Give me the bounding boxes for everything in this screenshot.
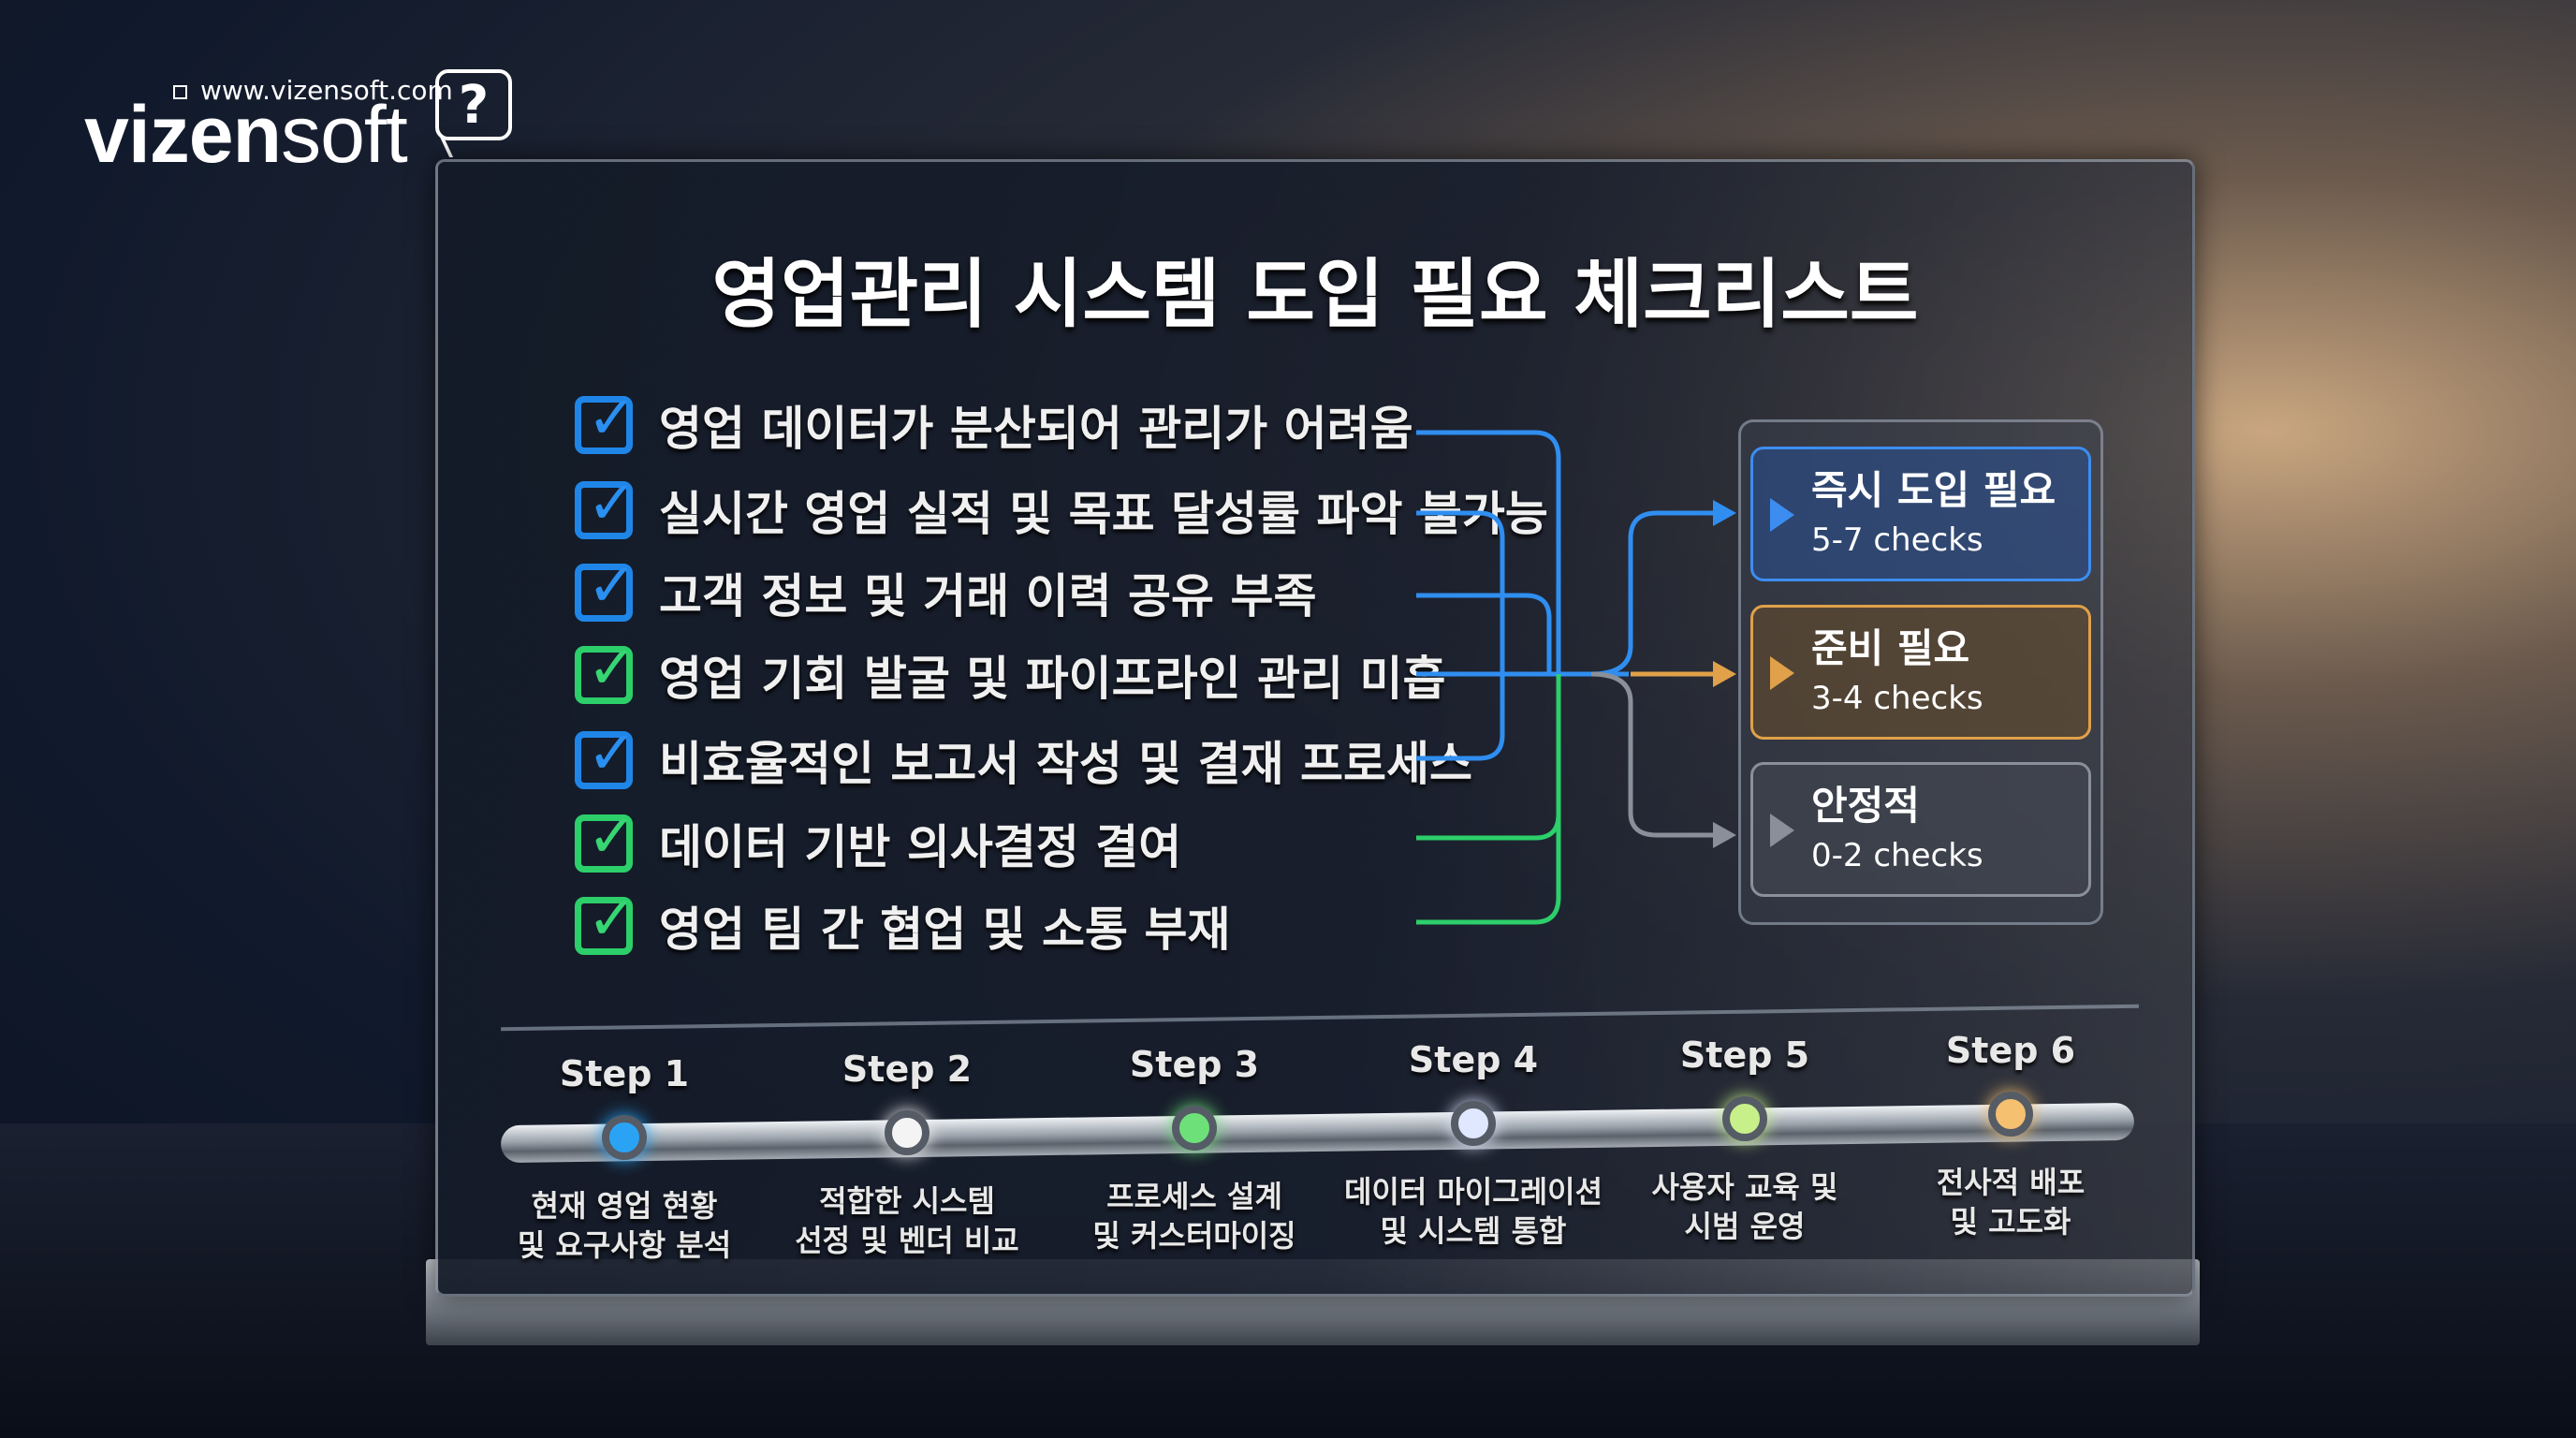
checklist-item-text: 실시간 영업 실적 및 목표 달성률 파악 불가능 <box>659 487 1548 541</box>
step-node-icon <box>885 1110 929 1155</box>
step-desc-line2: 및 커스터마이징 <box>1092 1218 1296 1254</box>
logo: vizensoft <box>84 89 408 182</box>
step-node-icon <box>1722 1096 1767 1141</box>
step-label: Step 1 <box>559 1053 690 1094</box>
question-bubble-icon: ? <box>435 69 512 140</box>
checklist-item-text: 영업 기회 발굴 및 파이프라인 관리 미흡 <box>659 652 1446 706</box>
checklist-item-text: 비효율적인 보고서 작성 및 결재 프로세스 <box>659 737 1473 791</box>
step-node-icon <box>1988 1092 2033 1137</box>
logo-brand-light: soft <box>281 90 408 180</box>
outcome-card: 안정적 0-2 checks <box>1750 762 2091 897</box>
checkbox-checked-icon[interactable] <box>575 551 637 622</box>
checklist-item: 영업 데이터가 분산되어 관리가 어려움 <box>575 384 1413 456</box>
checklist-item: 데이터 기반 의사결정 결여 <box>575 802 1181 874</box>
step-desc-line2: 시범 운영 <box>1684 1209 1806 1244</box>
checkbox-checked-icon[interactable] <box>575 885 637 955</box>
outcome-card: 즉시 도입 필요 5-7 checks <box>1750 447 2091 581</box>
step-node-icon <box>602 1115 647 1160</box>
outcome-title: 안정적 <box>1811 783 1920 829</box>
play-icon <box>1770 656 1794 690</box>
step-desc-line1: 현재 영업 현황 <box>531 1188 718 1224</box>
step-desc-line1: 프로세스 설계 <box>1106 1179 1282 1214</box>
step-label: Step 5 <box>1679 1034 1810 1076</box>
play-icon <box>1770 498 1794 532</box>
outcome-checks: 3-4 checks <box>1811 680 1983 717</box>
checklist-item-text: 데이터 기반 의사결정 결여 <box>659 820 1182 874</box>
checklist-item-text: 고객 정보 및 거래 이력 공유 부족 <box>659 569 1317 624</box>
step-desc-line2: 및 시스템 통합 <box>1380 1213 1567 1249</box>
step-label: Step 2 <box>842 1049 973 1090</box>
checklist-item: 실시간 영업 실적 및 목표 달성률 파악 불가능 <box>575 469 1548 541</box>
checkbox-checked-icon[interactable] <box>575 719 637 789</box>
logo-url: www.vizensoft.com <box>173 75 453 106</box>
step-node-icon <box>1451 1101 1496 1146</box>
play-icon <box>1770 814 1794 847</box>
checklist-item-text: 영업 데이터가 분산되어 관리가 어려움 <box>659 402 1413 456</box>
checklist-item: 영업 팀 간 협업 및 소통 부재 <box>575 885 1230 957</box>
step-label: Step 6 <box>1945 1030 2076 1071</box>
page-title: 영업관리 시스템 도입 필요 체크리스트 <box>711 251 1919 338</box>
step-desc-line1: 사용자 교육 및 <box>1651 1169 1838 1205</box>
checkbox-checked-icon[interactable] <box>575 802 637 873</box>
checkbox-checked-icon[interactable] <box>575 634 637 704</box>
step-desc-line2: 선정 및 벤더 비교 <box>795 1223 1019 1258</box>
outcome-checks: 5-7 checks <box>1811 521 1983 559</box>
checkbox-checked-icon[interactable] <box>575 384 637 454</box>
step-desc-line1: 전사적 배포 <box>1936 1165 2086 1200</box>
checklist-item: 고객 정보 및 거래 이력 공유 부족 <box>575 551 1316 624</box>
checklist-item: 비효율적인 보고서 작성 및 결재 프로세스 <box>575 719 1472 791</box>
step-label: Step 3 <box>1129 1044 1260 1085</box>
step-desc-line1: 적합한 시스템 <box>819 1183 995 1219</box>
outcome-card: 준비 필요 3-4 checks <box>1750 605 2091 740</box>
step-desc-line1: 데이터 마이그레이션 <box>1343 1174 1603 1210</box>
checklist-item: 영업 기회 발굴 및 파이프라인 관리 미흡 <box>575 634 1445 706</box>
outcome-checks: 0-2 checks <box>1811 837 1983 874</box>
checkbox-checked-icon[interactable] <box>575 469 637 539</box>
checklist-item-text: 영업 팀 간 협업 및 소통 부재 <box>659 902 1231 957</box>
outcome-title: 준비 필요 <box>1811 625 1970 671</box>
step-desc-line2: 및 요구사항 분석 <box>517 1227 732 1263</box>
logo-brand-bold: vizen <box>84 90 282 180</box>
step-desc-line2: 및 고도화 <box>1950 1204 2071 1240</box>
step-label: Step 4 <box>1408 1039 1539 1080</box>
outcome-title: 즉시 도입 필요 <box>1811 467 2056 513</box>
step-node-icon <box>1172 1106 1217 1151</box>
